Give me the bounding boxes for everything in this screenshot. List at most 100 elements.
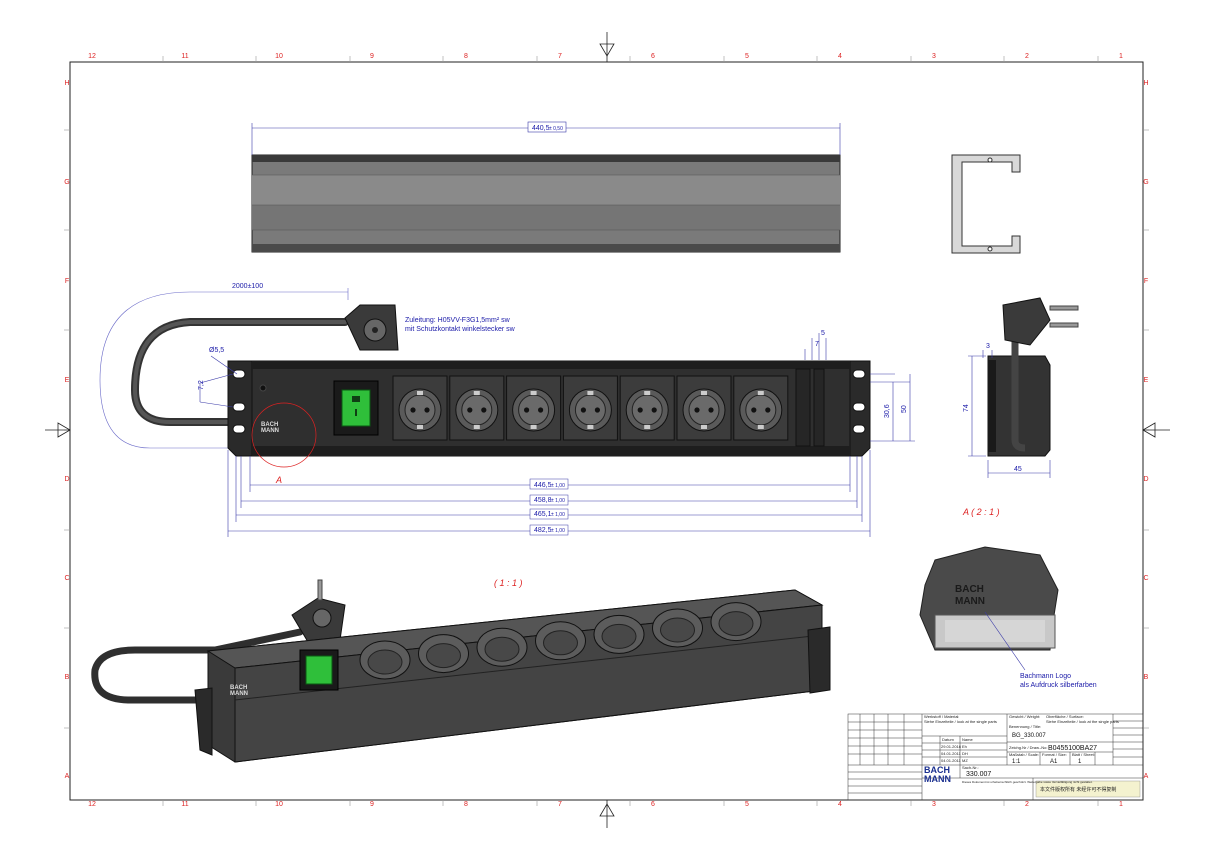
socket-recess: [461, 394, 493, 426]
grid-row-label: B: [65, 674, 70, 681]
dim-side-45: 45: [1014, 466, 1022, 473]
grid-row-label: D: [1143, 476, 1148, 483]
grid-col-label: 3: [932, 53, 936, 60]
detail-logo-line2: MANN: [955, 596, 985, 607]
socket-earth-clip: [644, 391, 651, 395]
grid-col-label: 10: [275, 801, 283, 808]
grid-col-label: 2: [1025, 53, 1029, 60]
iso-socket-recess: [484, 636, 520, 662]
tb-sheet: 1: [1078, 759, 1082, 765]
iso-logo-line2: MANN: [230, 691, 248, 697]
dim-side-74: 74: [963, 404, 970, 412]
dim-hole-diameter: Ø5,5: [209, 347, 224, 354]
socket-earth-clip: [417, 425, 423, 429]
socket-pin-hole: [467, 407, 473, 413]
strip-logo-line2: MANN: [261, 428, 279, 434]
dim-len4-tol: ± 1,00: [551, 528, 565, 534]
tb-name-label: Name: [962, 737, 973, 742]
detail-logo-line1: BACH: [955, 584, 984, 595]
front-view-led: [259, 384, 267, 392]
socket-pin-hole: [538, 407, 544, 413]
front-view-switch: [333, 380, 379, 436]
grid-row-label: F: [65, 278, 69, 285]
tb-sheet-label: Blatt / Sheet:: [1072, 752, 1095, 757]
iso-socket-recess: [601, 623, 637, 649]
grid-row-label: A: [1144, 773, 1149, 780]
grid-row-label: F: [1144, 278, 1148, 285]
socket-pin-hole: [580, 407, 587, 413]
grid-row-label: C: [64, 575, 69, 582]
socket-earth-clip: [701, 425, 707, 429]
tb-row3-name: MZ: [962, 758, 968, 763]
iso-socket-recess: [367, 649, 403, 675]
grid-col-label: 9: [370, 801, 374, 808]
tb-date-label: Datum: [942, 737, 954, 742]
socket-pin-hole: [637, 407, 643, 413]
chinese-note-box: [1035, 780, 1141, 798]
iso-socket-recess: [543, 630, 578, 656]
centering-arrows: [45, 32, 1170, 828]
dim-50: 50: [901, 405, 908, 413]
tb-copyright-note: Dieses Dokument ist urheberrechtlich ges…: [962, 780, 1093, 784]
tb-row1-date: 29.01.2016: [941, 744, 962, 749]
grid-row-label: G: [1143, 179, 1148, 186]
grid-col-label: 5: [745, 801, 749, 808]
grid-col-label: 12: [88, 53, 96, 60]
tb-bachmann-logo-line2: MANN: [924, 774, 951, 784]
detail-circle-a: [251, 402, 317, 468]
tb-surface-label: Oberfläche / Surface:: [1046, 714, 1084, 719]
tb-weight-label: Gewicht / Weight:: [1009, 714, 1040, 719]
grid-row-label: B: [1144, 674, 1149, 681]
dim-len3: 465,1: [534, 511, 552, 518]
tb-title-value: BG_330.007: [1012, 733, 1046, 739]
iso-socket-recess: [426, 643, 461, 669]
grid-col-label: 6: [651, 53, 655, 60]
tb-part-no-label: Sach-Nr.:: [962, 765, 979, 770]
tb-chinese-note: 本文件版权所有 未经许可不得复制: [1040, 786, 1116, 793]
tb-scale: 1:1: [1012, 759, 1021, 765]
grid-col-label: 12: [88, 801, 96, 808]
grid-col-label: 8: [464, 53, 468, 60]
logo-note-line1: Bachmann Logo: [1020, 673, 1071, 680]
grid-col-label: 7: [558, 801, 562, 808]
title-block: [847, 713, 1144, 801]
grid-col-label: 11: [181, 801, 188, 808]
socket-earth-clip: [530, 391, 537, 395]
dim-5: 5: [821, 330, 825, 337]
dim-len1-tol: ± 1,00: [551, 483, 565, 489]
dimension-top-length: [251, 121, 841, 155]
tb-material-value: Siehe Einzelteile / look at the single p…: [924, 719, 997, 724]
socket-earth-clip: [530, 425, 537, 429]
dim-len2-tol: ± 1,00: [551, 498, 565, 504]
tb-surface-value: Siehe Einzelteile / look at the single p…: [1046, 719, 1119, 724]
dim-len2: 458,8: [534, 497, 552, 504]
dim-len1: 446,5: [534, 482, 552, 489]
grid-ticks: [64, 56, 1149, 806]
iso-logo-line1: BACH: [230, 685, 247, 691]
front-view-blank-panel: [795, 368, 825, 447]
grid-row-label: C: [1143, 575, 1148, 582]
tb-material-label: Werkstoff / Material:: [924, 714, 959, 719]
socket-pin-hole: [765, 407, 771, 413]
grid-col-label: 2: [1025, 801, 1029, 808]
grid-col-label: 4: [838, 53, 842, 60]
front-view-cord-inner: [132, 320, 347, 424]
socket-recess: [631, 394, 663, 426]
tb-format: A1: [1050, 759, 1058, 765]
cable-note-line1: Zuleitung: H05VV-F3G1,5mm² sw: [405, 317, 511, 324]
front-view-sockets: [392, 375, 789, 441]
grid-row-label: A: [65, 773, 70, 780]
cord-dimension-arc: [99, 288, 349, 449]
tb-bachmann-logo-line1: BACH: [924, 765, 950, 775]
tb-format-label: Format / Size:: [1042, 752, 1067, 757]
socket-earth-clip: [587, 425, 594, 429]
tb-drawing-no-label: Zeichg.Nr / Draw.-No:: [1009, 745, 1047, 750]
dim-len4: 482,5: [534, 527, 552, 534]
grid-col-label: 1: [1119, 53, 1123, 60]
tb-drawing-no: B0455100BA27: [1048, 745, 1097, 752]
iso-view-cord: [91, 628, 304, 704]
socket-earth-clip: [757, 391, 764, 395]
grid-column-labels-bottom: 12 11 10 9 8 7 6 5 4 3 2 1: [88, 801, 1123, 808]
iso-socket-recess: [660, 617, 695, 643]
grid-row-label: H: [64, 80, 69, 87]
